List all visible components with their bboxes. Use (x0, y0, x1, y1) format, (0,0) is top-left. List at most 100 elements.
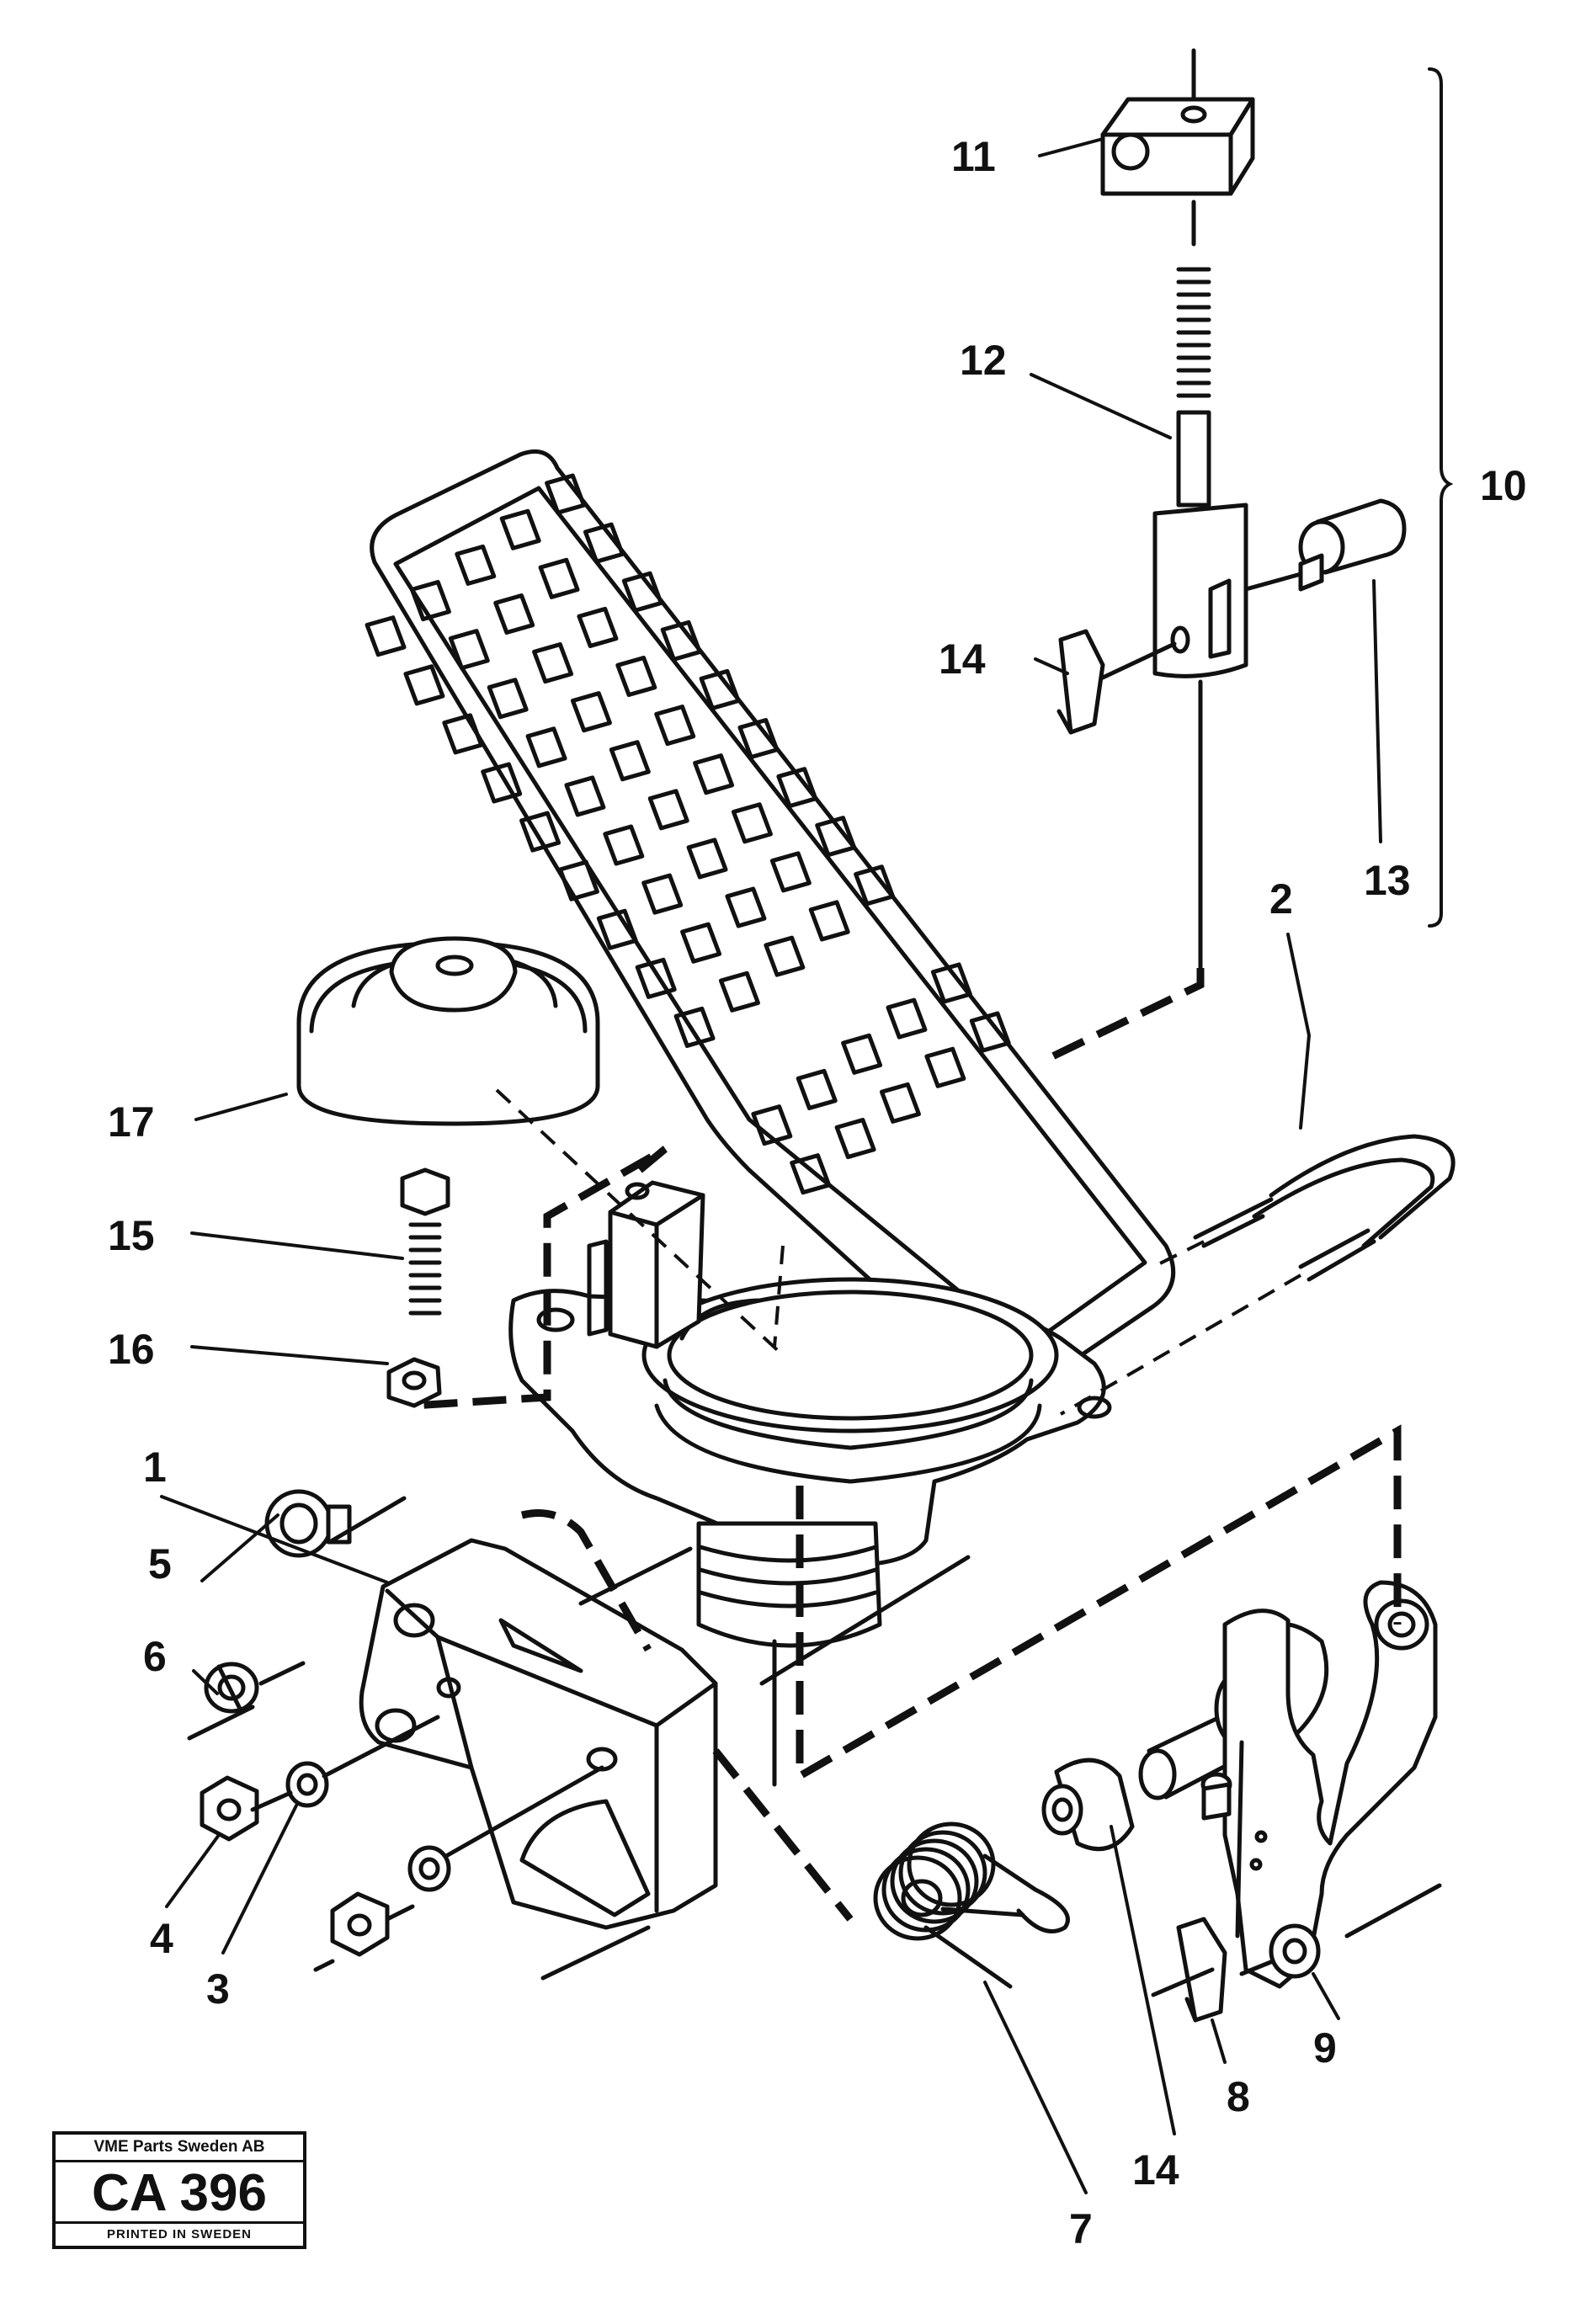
grip-diamond (647, 789, 689, 831)
callout-17: 17 (108, 1098, 155, 1146)
dashed-connection-lines (412, 968, 1402, 1922)
grip-diamond (525, 726, 567, 768)
part-12-clevis-rod (1152, 199, 1248, 971)
grip-diamond (796, 1068, 838, 1110)
grip-diamond (841, 1033, 883, 1075)
grip-diamond (731, 802, 773, 844)
grip-diamond (499, 508, 541, 550)
grip-diamond (808, 900, 850, 942)
callout-12: 12 (960, 337, 1007, 384)
callout-14-upper: 14 (939, 636, 986, 683)
callout-15: 15 (108, 1212, 155, 1259)
callout-3: 3 (206, 1965, 230, 2013)
grip-diamond (737, 718, 780, 760)
part-14-bushing-lower (1041, 1758, 1135, 1852)
callout-7: 7 (1069, 2205, 1093, 2252)
grip-diamond (583, 522, 625, 564)
part-14-clip-upper (1056, 629, 1177, 735)
grip-diamond (641, 873, 684, 915)
part-6-spring-washer (204, 1662, 259, 1714)
grip-diamond (635, 957, 677, 999)
grip-diamond (699, 668, 741, 710)
grip-diamond (769, 851, 812, 893)
grip-diamond (686, 838, 728, 880)
callout-6: 6 (143, 1633, 167, 1680)
grip-diamond (693, 753, 735, 795)
grip-diamond (409, 580, 451, 622)
grip-diamond (751, 1104, 793, 1146)
pedal-plate (370, 449, 1176, 1392)
grip-diamond (621, 571, 663, 613)
grip-diamond (487, 678, 529, 720)
grip-diamond (924, 1046, 966, 1088)
grip-diamond (680, 922, 722, 964)
grip-diamond (532, 642, 574, 684)
group-bracket-10 (1428, 67, 1454, 928)
pedal-base (508, 1277, 1112, 1570)
grip-diamond (545, 473, 587, 515)
part-13-pin (1243, 498, 1407, 592)
callout-leaders (160, 137, 1382, 2194)
part-8-clip (1151, 1917, 1227, 2023)
grip-diamond (365, 615, 407, 657)
callout-10: 10 (1480, 462, 1527, 509)
grip-diamond (930, 962, 972, 1004)
grip-diamond (660, 620, 702, 662)
pedal-lever-arm (1200, 1580, 1438, 1989)
threaded-boss (696, 1521, 882, 1648)
part-15-bolt (400, 1167, 450, 1316)
part-4-nut (200, 1775, 390, 1957)
grip-diamond (776, 767, 818, 809)
grip-diamond (725, 886, 767, 928)
grip-diamond (442, 713, 484, 755)
mount-block (587, 1180, 705, 1349)
part-1-mounting-bracket (359, 1538, 718, 1930)
grip-diamond (790, 1153, 832, 1195)
callout-9: 9 (1313, 2024, 1337, 2071)
grip-diamond (673, 1006, 716, 1048)
part-5-bushing (264, 1489, 352, 1558)
grip-diamond (403, 664, 445, 706)
grip-diamond (577, 606, 619, 648)
callout-16: 16 (108, 1326, 155, 1373)
callout-13: 13 (1364, 857, 1411, 904)
grip-diamond (557, 859, 599, 901)
grip-diamond (886, 997, 928, 1040)
grip-diamond (609, 740, 651, 782)
grip-diamond (879, 1082, 921, 1124)
grip-diamond (596, 908, 638, 950)
callout-2: 2 (1269, 875, 1293, 923)
grip-diamond (615, 656, 657, 698)
callout-5: 5 (148, 1540, 172, 1587)
callout-8: 8 (1227, 2073, 1250, 2120)
grip-diamond (854, 864, 896, 907)
part-9-washer (1239, 1883, 1442, 1979)
callout-14-lower: 14 (1132, 2146, 1179, 2194)
grip-diamond (570, 691, 612, 733)
part-3-washer (285, 1761, 451, 1892)
grip-diamond (718, 971, 760, 1013)
grip-diamond (481, 762, 523, 804)
grip-diamond (654, 705, 696, 747)
grip-diamond (448, 629, 490, 671)
grip-diamond (834, 1118, 876, 1160)
part-11-block (1100, 48, 1255, 196)
grip-diamond (564, 775, 606, 817)
grip-diamond (455, 544, 497, 586)
catalog-stamp: VME Parts Sweden AB CA 396 PRINTED IN SW… (52, 2131, 306, 2249)
grip-diamond (493, 593, 535, 635)
part-7-torsion-spring (873, 1821, 1070, 1989)
grip-diamond (764, 935, 806, 977)
stamp-code: CA 396 (92, 2164, 267, 2222)
stamp-company: VME Parts Sweden AB (56, 2135, 303, 2162)
stamp-printed: PRINTED IN SWEDEN (56, 2221, 303, 2246)
grip-diamond (815, 816, 857, 858)
part-17-rubber-cap (296, 936, 600, 1126)
callout-numbers: 11 12 10 14 13 2 17 15 16 1 5 6 4 3 9 8 … (108, 133, 1527, 2252)
pedal-grip-pattern (365, 473, 1011, 1195)
grip-diamond (538, 557, 580, 599)
callout-11: 11 (951, 133, 996, 180)
callout-1: 1 (143, 1444, 167, 1491)
callout-4: 4 (150, 1915, 173, 1962)
